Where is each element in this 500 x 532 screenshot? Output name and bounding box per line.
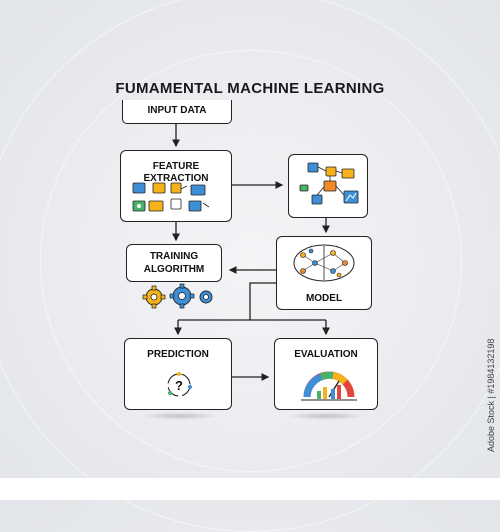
pipeline-node — [288, 154, 368, 218]
prediction-shadow — [140, 412, 220, 420]
evaluation-node: EVALUATION — [274, 338, 378, 410]
training-label-line1: TRAINING — [149, 251, 199, 262]
model-node: MODEL — [276, 236, 372, 310]
question-cycle-icon: ? — [167, 372, 192, 397]
pipeline-flow-icon — [299, 162, 359, 205]
stock-watermark: Adobe Stock | #1984132198 — [486, 338, 496, 452]
feature-grid-icon — [132, 182, 210, 212]
input-data-label: INPUT DATA — [147, 105, 207, 116]
prediction-label: PREDICTION — [147, 349, 209, 360]
connector-lines — [172, 124, 330, 381]
evaluation-shadow — [286, 412, 366, 420]
brain-network-icon — [293, 244, 355, 282]
stock-footer-strip — [0, 478, 500, 500]
prediction-node: PREDICTION ? — [124, 338, 232, 410]
svg-text:?: ? — [175, 378, 183, 393]
feature-extraction-label: FEATURE EXTRACTION — [143, 161, 209, 184]
evaluation-label: EVALUATION — [294, 349, 358, 360]
feature-extraction-node: FEATURE EXTRACTION — [120, 150, 232, 222]
training-label-line2: ALGORITHM — [143, 264, 205, 275]
training-algorithm-node: TRAINING ALGORITHM — [126, 244, 222, 282]
diagram-title: FUMAMENTAL MACHINE LEARNING — [115, 80, 385, 97]
input-data-node: INPUT DATA — [122, 100, 232, 124]
model-label: MODEL — [305, 293, 343, 304]
gears-icon — [142, 283, 213, 309]
gauge-chart-icon — [301, 371, 357, 401]
